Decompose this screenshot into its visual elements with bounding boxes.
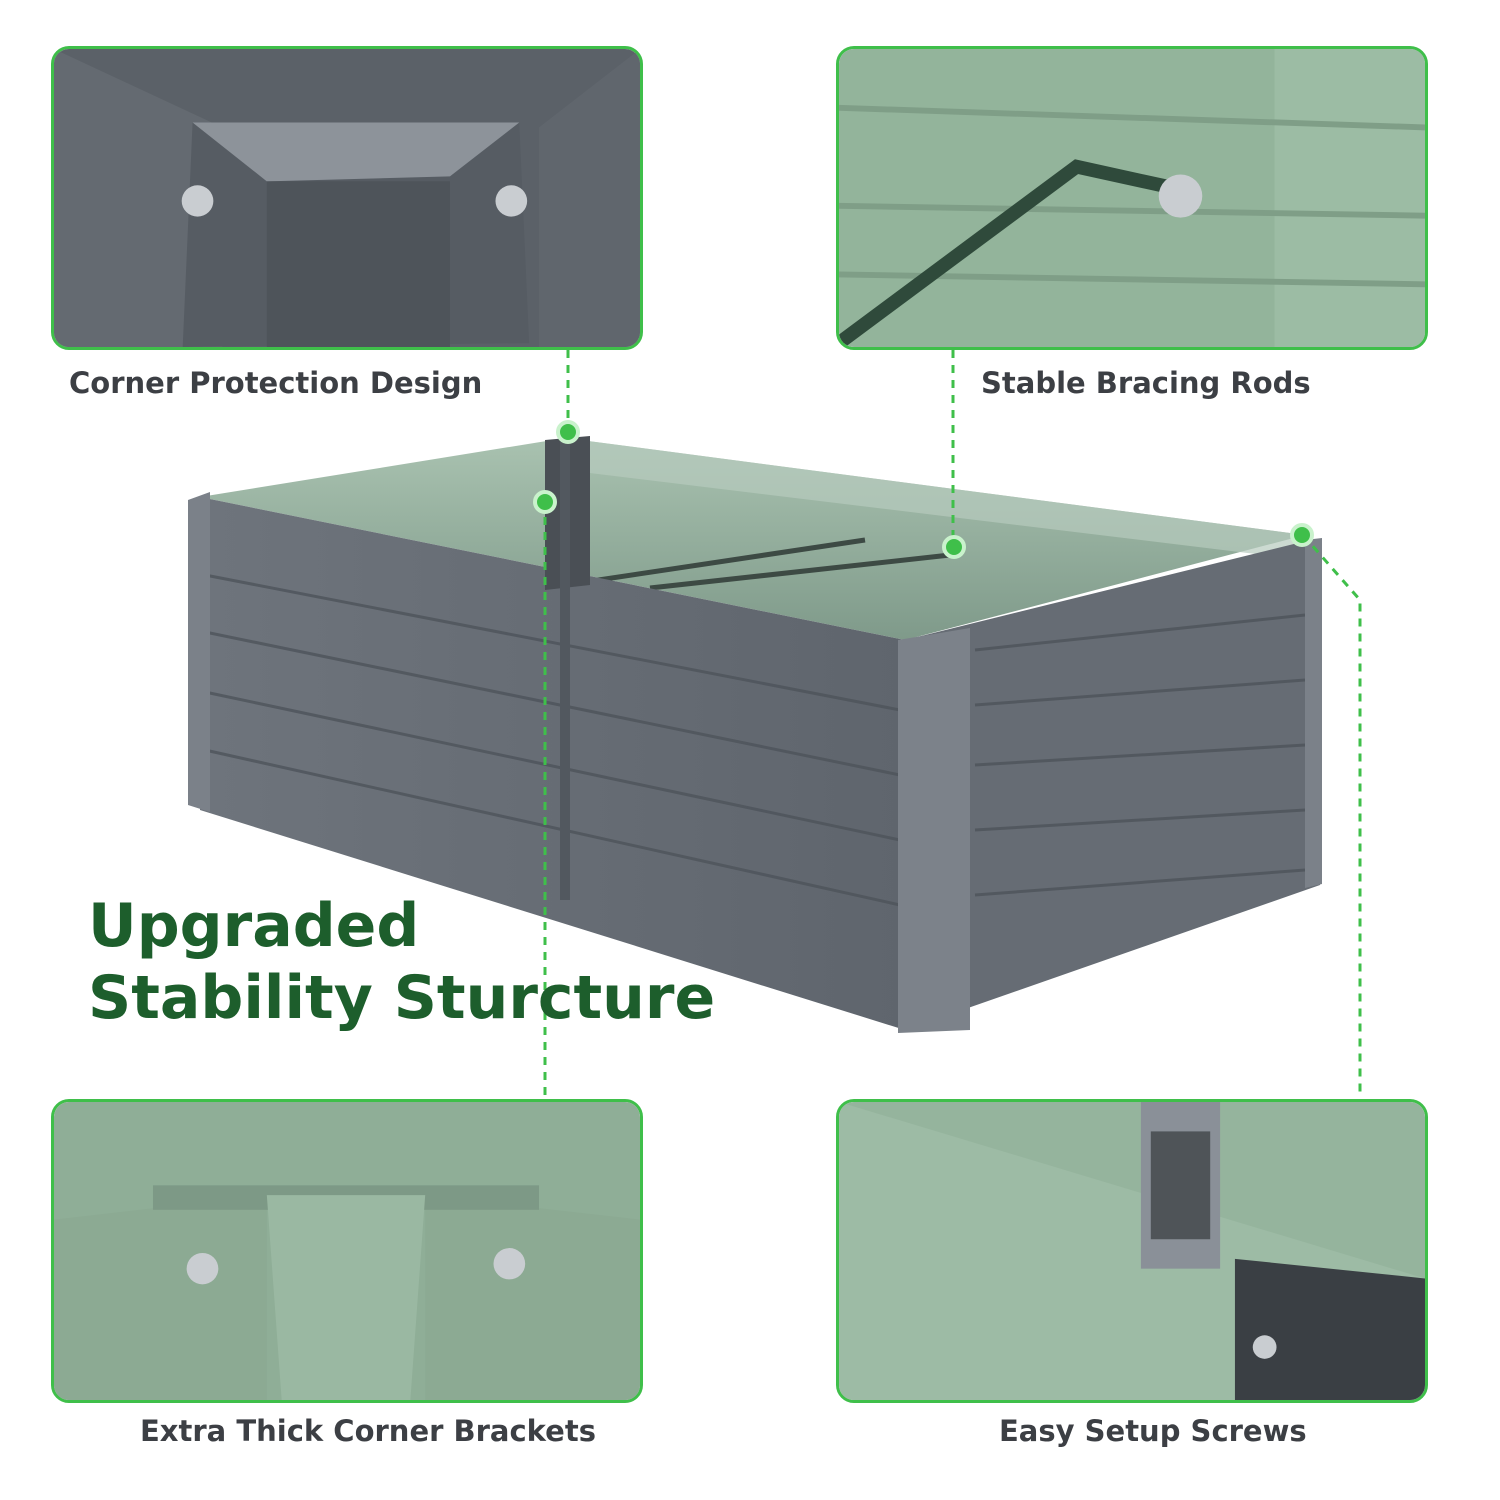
headline-line2: Stability Sturcture	[88, 963, 716, 1033]
headline: Upgraded Stability Sturcture	[88, 890, 715, 1034]
caption-setup-screws: Easy Setup Screws	[999, 1414, 1307, 1448]
corner-protection-photo	[54, 49, 640, 347]
corner-brackets-photo	[54, 1102, 640, 1400]
caption-bracing-rods: Stable Bracing Rods	[981, 366, 1311, 400]
corner-protection-panel	[51, 46, 643, 350]
bracing-rods-photo	[839, 49, 1425, 347]
headline-line1: Upgraded	[88, 891, 420, 961]
bracing-rods-panel	[836, 46, 1428, 350]
setup-screws-panel	[836, 1099, 1428, 1403]
setup-screws-photo	[839, 1102, 1425, 1400]
caption-corner-brackets: Extra Thick Corner Brackets	[140, 1414, 596, 1448]
corner-brackets-panel	[51, 1099, 643, 1403]
caption-corner-protection: Corner Protection Design	[69, 366, 483, 400]
